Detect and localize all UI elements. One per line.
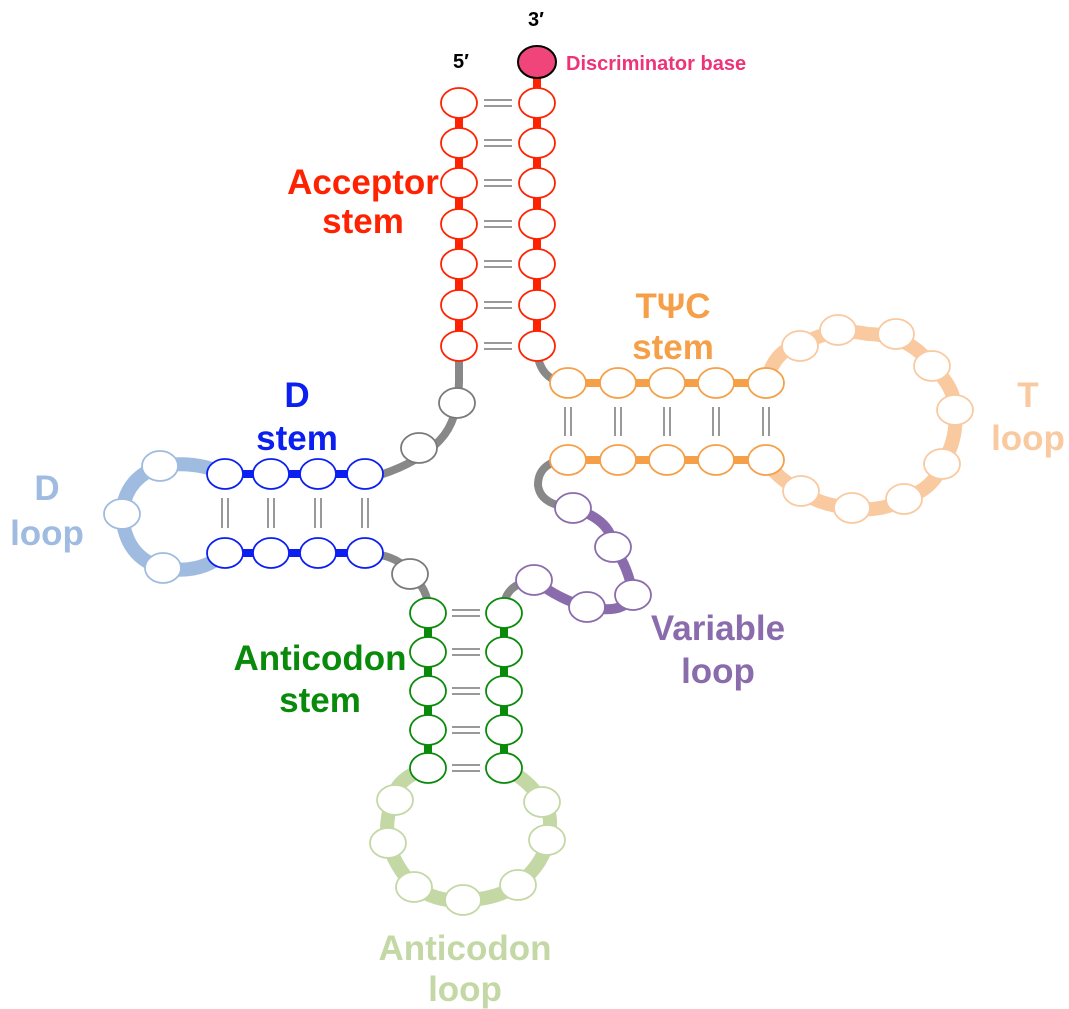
nucleotides [103,87,974,916]
linker-nucleotide [438,387,476,419]
label-variable: Variable [651,609,785,648]
tloop-nucleotide [782,475,820,507]
dstem-top-nucleotide [206,458,244,490]
anticodon-loop-nucleotide [395,871,433,903]
label-anticodon-stem-1: Anticodon [233,639,406,678]
anticodon-3-nucleotide [485,675,523,707]
acceptor-5-nucleotide [440,330,478,362]
label-anticodon-loop: loop [428,970,502,1009]
variable-loop-nucleotide [568,591,606,623]
tstem-top-nucleotide [599,367,637,399]
tstem-top-nucleotide [549,367,587,399]
tstem-top-nucleotide [697,367,735,399]
anticodon-loop-nucleotide [376,784,414,816]
label-3-prime: 3′ [528,9,544,31]
tstem-top-nucleotide [648,367,686,399]
acceptor-5-nucleotide [440,289,478,321]
anticodon-loop-nucleotide [369,827,407,859]
variable-loop-nucleotide [594,531,632,563]
acceptor-3-nucleotide [518,208,556,240]
tloop-nucleotide [781,330,819,362]
dstem-bottom-nucleotide [299,537,337,569]
label-5-prime: 5′ [453,51,469,73]
label-acceptor-stem: stem [322,202,404,241]
tstem-bottom-nucleotide [697,444,735,476]
acceptor-5-nucleotide [440,208,478,240]
dstem-top-nucleotide [346,458,384,490]
dloop-nucleotide [141,450,179,482]
anticodon-3-nucleotide [485,636,523,668]
acceptor-3-nucleotide [518,87,556,119]
tloop-nucleotide [885,483,923,515]
base-pair-markers [221,99,770,772]
anticodon-5-nucleotide [409,752,447,784]
tloop-nucleotide [936,394,974,426]
label-t: T [1017,376,1038,415]
acceptor-3-nucleotide [518,330,556,362]
anticodon-3-nucleotide [485,597,523,629]
anticodon-3-nucleotide [485,752,523,784]
tstem-bottom-nucleotide [599,444,637,476]
anticodon-loop-nucleotide [523,786,561,818]
discriminator-base-node [517,45,557,79]
label-variable-loop: loop [681,652,755,691]
dloop-nucleotide [103,498,141,530]
labels: 3′ 5′ Discriminator base Acceptor stem T… [10,9,1065,1009]
label-acceptor: Acceptor [287,163,439,202]
label-d-stem: stem [256,419,338,458]
anticodon-5-nucleotide [409,714,447,746]
tstem-bottom-nucleotide [549,444,587,476]
anticodon-3-nucleotide [485,714,523,746]
tstem-bottom-nucleotide [747,444,785,476]
dstem-bottom-nucleotide [346,537,384,569]
anticodon-loop-nucleotide [444,884,482,916]
variable-loop-nucleotide [515,564,553,596]
variable-loop-nucleotide [614,579,652,611]
label-d-loop: loop [10,514,84,553]
tloop-nucleotide [833,492,871,524]
anticodon-loop-nucleotide [528,824,566,856]
label-discriminator-base: Discriminator base [566,53,746,75]
acceptor-3-nucleotide [518,127,556,159]
acceptor-3-nucleotide [518,167,556,199]
dstem-top-nucleotide [252,458,290,490]
tloop-nucleotide [923,448,961,480]
label-t-loop: loop [991,419,1065,458]
acceptor-3-nucleotide [518,289,556,321]
label-d-loop-d: D [34,469,59,508]
label-anticodon-stem: stem [279,681,361,720]
dstem-bottom-nucleotide [206,537,244,569]
linker-nucleotide [400,432,438,464]
tloop-nucleotide [877,318,915,350]
tstem-top-nucleotide [747,367,785,399]
dloop-nucleotide [144,552,182,584]
acceptor-5-nucleotide [440,87,478,119]
anticodon-5-nucleotide [409,636,447,668]
dstem-bottom-nucleotide [252,537,290,569]
dstem-top-nucleotide [299,458,337,490]
acceptor-3-nucleotide [518,248,556,280]
acceptor-5-nucleotide [440,127,478,159]
tloop-nucleotide [913,350,951,382]
anticodon-loop-nucleotide [499,869,537,901]
anticodon-5-nucleotide [409,675,447,707]
tloop-nucleotide [819,314,857,346]
variable-loop-nucleotide [554,492,592,524]
acceptor-5-nucleotide [440,167,478,199]
acceptor-5-nucleotide [440,248,478,280]
anticodon-5-nucleotide [409,597,447,629]
tstem-bottom-nucleotide [648,444,686,476]
label-anticodon-loop-1: Anticodon [378,929,551,968]
label-tpsic: TΨC [636,287,711,326]
linker-nucleotide [391,558,429,590]
label-tpsic-stem: stem [632,328,714,367]
label-d-stem-d: D [284,376,309,415]
